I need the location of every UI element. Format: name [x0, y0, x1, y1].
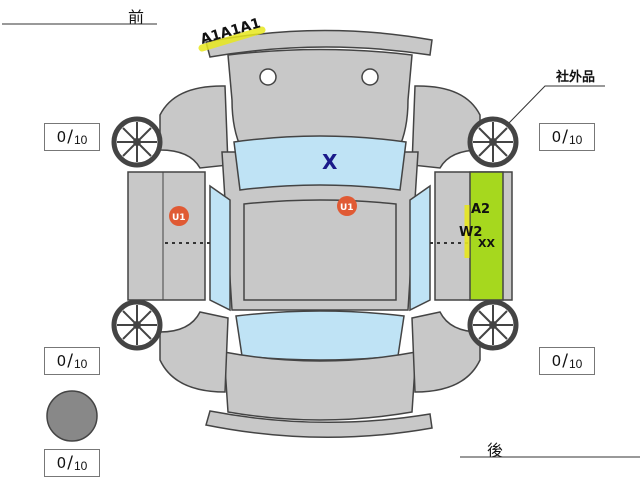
- left-dent-mark: U1: [172, 213, 186, 223]
- trunk: [223, 351, 417, 421]
- rear-window: [235, 310, 405, 361]
- right-rear-fender: [411, 311, 481, 393]
- tire-box-rear-left: 0/10: [44, 347, 100, 375]
- wheel-front-left: [111, 116, 163, 168]
- windshield: [233, 135, 407, 191]
- left-front-fender: [159, 85, 229, 169]
- right-side-window: [409, 184, 431, 312]
- tire-value: 0: [551, 128, 562, 146]
- aftermarket-panel: [469, 171, 504, 301]
- aftermarket-label: 社外品: [556, 70, 596, 85]
- roof-dent-badge: [337, 196, 357, 216]
- right-front-fender: [411, 85, 481, 169]
- rear-bumper: [205, 410, 433, 439]
- tire-box-spare: 0/10: [44, 449, 100, 477]
- front-bumper-mark: A1A1A1: [199, 15, 263, 47]
- roof-dent-mark: U1: [340, 203, 354, 213]
- rear-label: 後: [487, 441, 504, 460]
- right-side-panel: [434, 171, 513, 301]
- tire-box-rear-right: 0/10: [539, 347, 595, 375]
- right-xx-mark: XX: [478, 237, 495, 250]
- left-side-panel: [127, 171, 206, 301]
- tire-value: 0: [56, 352, 67, 370]
- tire-max: 10: [73, 357, 88, 371]
- front-bumper-scratch: [198, 26, 266, 52]
- tire-value: 0: [56, 454, 67, 472]
- left-dent-badge: [169, 206, 189, 226]
- tire-value: 0: [56, 128, 67, 146]
- tire-max: 10: [73, 459, 88, 473]
- tire-max: 10: [73, 133, 88, 147]
- right-w2-mark: W2: [459, 225, 482, 240]
- right-a2-mark: A2: [471, 202, 490, 217]
- left-rear-fender: [159, 311, 229, 393]
- tire-max: 10: [568, 133, 583, 147]
- tire-max: 10: [568, 357, 583, 371]
- tire-value: 0: [551, 352, 562, 370]
- wheel-front-right: [467, 116, 519, 168]
- headlight-right: [361, 68, 379, 86]
- headlight-left: [259, 68, 277, 86]
- front-label: 前: [128, 8, 145, 27]
- windshield-mark: X: [322, 150, 338, 174]
- roof: [243, 199, 397, 301]
- aftermarket-callout-line: [507, 85, 605, 125]
- wheel-rear-right: [467, 299, 519, 351]
- tire-box-front-left: 0/10: [44, 123, 100, 151]
- tire-box-front-right: 0/10: [539, 123, 595, 151]
- hood: [227, 48, 413, 151]
- front-bumper: [205, 29, 433, 58]
- left-side-window: [209, 184, 231, 312]
- cabin: [221, 151, 419, 311]
- wheel-rear-left: [111, 299, 163, 351]
- spare-tire: [46, 390, 98, 442]
